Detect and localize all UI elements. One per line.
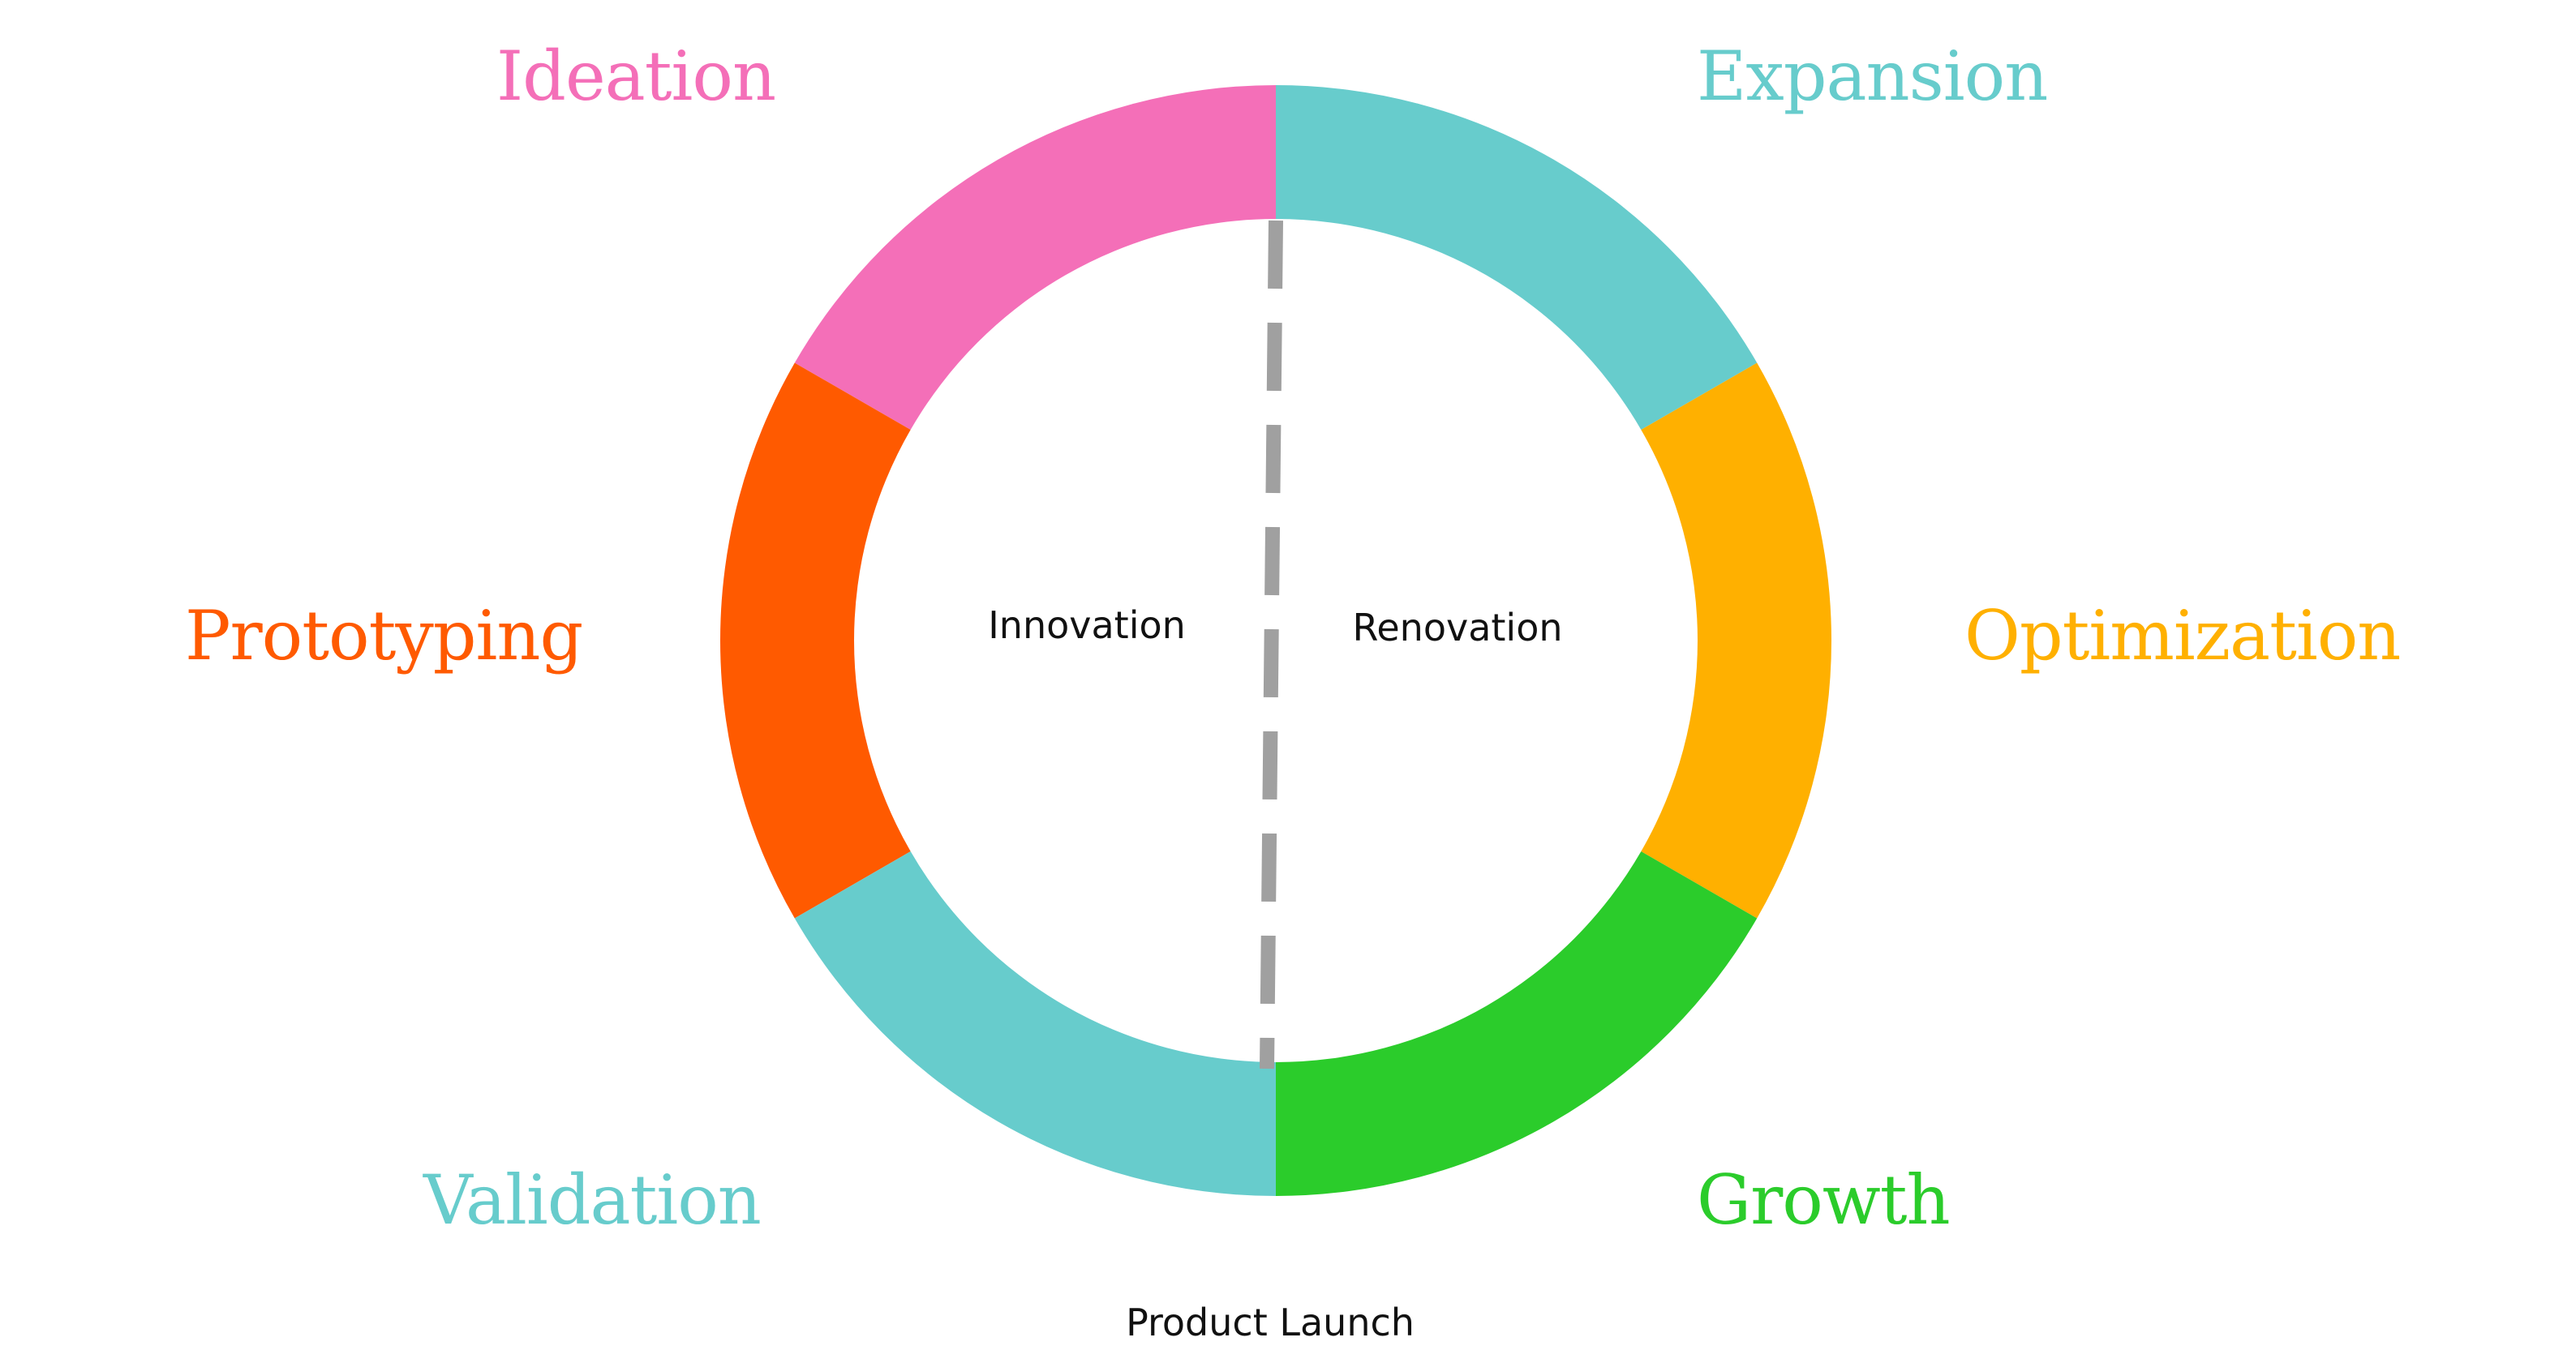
product-launch-label: Product Launch: [1126, 1301, 1415, 1344]
phase-label-validation: Validation: [423, 1160, 762, 1240]
phase-label-ideation: Ideation: [496, 36, 776, 116]
ring-segment-ideation: [794, 85, 1276, 430]
ring-segment-optimization: [1641, 362, 1832, 919]
ring-segment-growth: [1276, 851, 1758, 1196]
phase-label-expansion: Expansion: [1697, 36, 2048, 116]
ring-segment-validation: [794, 851, 1276, 1196]
ring-segment-expansion: [1276, 85, 1758, 430]
innovation-renovation-divider: [1260, 220, 1283, 1070]
phase-label-prototyping: Prototyping: [185, 596, 583, 675]
innovation-label: Innovation: [988, 603, 1186, 647]
ring-segment-prototyping: [719, 362, 911, 919]
phase-label-growth: Growth: [1697, 1160, 1951, 1240]
phase-label-optimization: Optimization: [1964, 596, 2401, 675]
renovation-label: Renovation: [1352, 606, 1563, 649]
